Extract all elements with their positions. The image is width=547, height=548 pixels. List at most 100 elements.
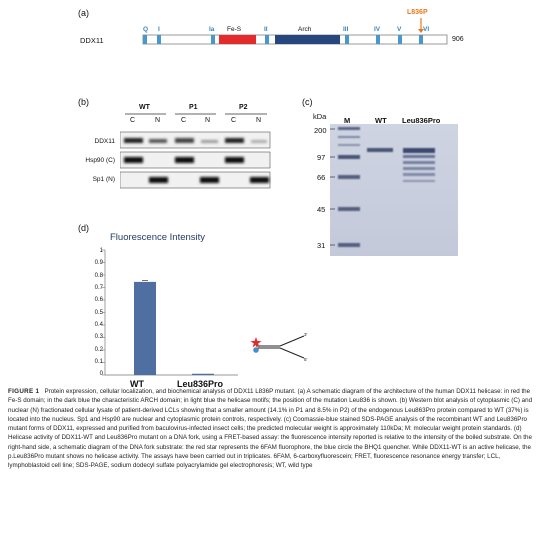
gel-background [330, 124, 458, 256]
motif-v-label: V [397, 26, 402, 33]
ytick-label-7: 0.7 [94, 285, 103, 291]
row-sp1-label: Sp1 (N) [92, 176, 115, 183]
marker-97-label: 97 [317, 153, 326, 162]
blot-strip-hsp90 [120, 151, 271, 169]
marker-band-97 [338, 155, 360, 159]
lane-p1-c: C [181, 117, 187, 124]
domain-diagram [142, 18, 448, 45]
marker-66-label: 66 [317, 173, 326, 182]
panel-a-label: (a) [78, 8, 89, 18]
xlabel-wt: WT [130, 379, 144, 389]
band-ddx11-p1-n [201, 140, 218, 143]
row-hsp90-label: Hsp90 (C) [85, 157, 115, 164]
motif-i-label: I [158, 26, 160, 33]
band-sp1-p2-n [250, 177, 269, 183]
band-ddx11-wt-c [124, 138, 143, 143]
kda-unit: kDa [313, 112, 327, 121]
lane-p2-c: C [231, 117, 237, 124]
wt-band-main [367, 148, 393, 152]
motif-vi-mark [419, 35, 423, 44]
lane-wt-c: C [130, 117, 136, 124]
lane-wt-label: WT [375, 116, 387, 125]
band-ddx11-p2-c [225, 138, 244, 143]
lane-m-label: M [344, 116, 351, 125]
panel-d-label: (d) [78, 223, 89, 233]
marker-band-150 [338, 136, 360, 138]
lane-wt-n: N [155, 117, 161, 124]
fork-arm-bottom [279, 347, 305, 359]
dna-fork-diagram [250, 335, 305, 359]
motif-iv-label: IV [374, 26, 381, 33]
marker-31-label: 31 [317, 241, 326, 250]
motif-iii-mark [345, 35, 349, 44]
group-p1-label: P1 [189, 104, 198, 111]
ytick-label-5: 0.5 [94, 310, 103, 316]
ytick-label-10: 1 [99, 248, 103, 254]
fork-5prime-label: 5' [304, 357, 308, 362]
fork-3prime-label: 3' [304, 332, 308, 337]
fork-arm-top [279, 335, 305, 347]
motif-ia-label: Ia [209, 26, 215, 33]
motif-ii-mark [265, 35, 269, 44]
band-hsp90-p2-c [225, 157, 244, 163]
fes-domain [219, 35, 256, 44]
motif-v-mark [398, 35, 402, 44]
mutant-band-main [403, 148, 435, 153]
band-hsp90-wt-c [124, 157, 143, 163]
sds-page-gel [330, 124, 458, 256]
fluorophore-star-icon [250, 337, 262, 348]
chart-title: Fluorescence Intensity [110, 232, 206, 243]
ytick-label-9: 0.9 [94, 260, 103, 266]
arch-domain [275, 35, 340, 44]
band-sp1-p1-n [200, 177, 219, 183]
group-underlines [125, 113, 267, 115]
band-hsp90-p1-c [175, 157, 194, 163]
figure-label: FIGURE 1 [8, 388, 40, 395]
figure-caption: FIGURE 1 Protein expression, cellular lo… [8, 387, 539, 471]
marker-band-31 [338, 243, 360, 247]
group-p2-label: P2 [239, 104, 248, 111]
blot-strip-sp1 [120, 171, 271, 189]
helicase-bar-chart [102, 249, 238, 376]
blot-strip-ddx11 [120, 131, 271, 149]
mutant-band-4 [403, 173, 435, 176]
band-ddx11-p2-n [251, 140, 267, 143]
motif-ia-mark [211, 35, 215, 44]
protein-length: 906 [452, 36, 464, 43]
marker-band-45 [338, 207, 360, 211]
marker-200-label: 200 [314, 126, 327, 135]
bar-wt [134, 281, 156, 375]
lane-p2-n: N [256, 117, 262, 124]
marker-band-66 [338, 175, 360, 179]
motif-q-mark [143, 35, 147, 44]
motif-ii-label: II [264, 26, 268, 33]
mutant-band-3 [403, 167, 435, 170]
ytick-label-0: 0 [99, 371, 103, 377]
panel-b-label: (b) [78, 97, 89, 107]
row-ddx11-label: DDX11 [94, 138, 115, 145]
band-ddx11-p1-c [175, 138, 194, 143]
ytick-label-4: 0.4 [94, 322, 103, 328]
arch-label: Arch [298, 26, 312, 33]
motif-i-mark [157, 35, 161, 44]
band-ddx11-wt-n [149, 139, 167, 143]
ytick-label-1: 0.1 [94, 359, 103, 365]
motif-q-label: Q [143, 26, 149, 33]
marker-band-200 [338, 127, 360, 130]
ytick-label-2: 0.2 [94, 347, 103, 353]
quencher-circle-icon [253, 347, 259, 353]
marker-45-label: 45 [317, 205, 326, 214]
lane-leu836pro-label: Leu836Pro [402, 116, 441, 125]
protein-name: DDX11 [80, 36, 104, 45]
ytick-label-3: 0.3 [94, 334, 103, 340]
mutant-band-1 [403, 155, 435, 158]
mutant-band-5 [403, 180, 435, 182]
motif-iv-mark [376, 35, 380, 44]
mutant-band-2 [403, 161, 435, 164]
caption-text: Protein expression, cellular localizatio… [8, 388, 533, 470]
panel-c-label: (c) [302, 97, 313, 107]
bar-leu836pro [192, 373, 214, 375]
group-wt-label: WT [139, 104, 150, 111]
marker-band-120 [338, 144, 360, 146]
xlabel-leu836pro: Leu836Pro [177, 379, 224, 389]
